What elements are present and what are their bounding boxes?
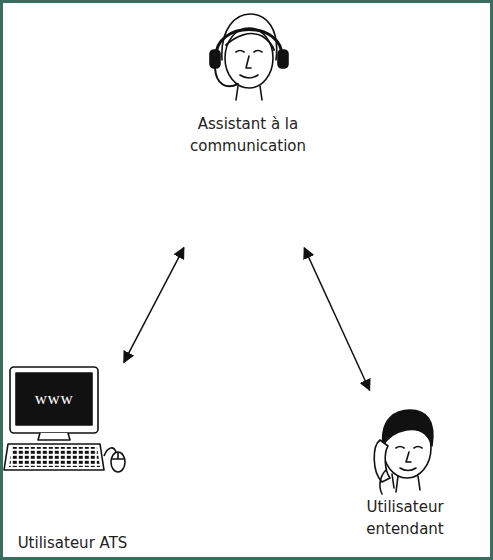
node-label: Utilisateur ATS xyxy=(8,532,138,554)
keyboard xyxy=(4,444,104,470)
eyes xyxy=(396,447,422,449)
node-label: Utilisateur entendant xyxy=(345,496,465,540)
earpiece-left xyxy=(210,50,220,68)
mouse-buttons xyxy=(111,452,125,459)
headset-mic xyxy=(215,68,238,86)
double-arrow xyxy=(304,248,369,391)
phone-handset xyxy=(374,440,390,482)
face xyxy=(225,28,273,88)
icon-node: Assistant à la communication xyxy=(150,5,346,245)
hand xyxy=(380,470,394,494)
node-label: Assistant à la communication xyxy=(178,113,318,157)
headset-band xyxy=(216,30,282,59)
keyboard-keys xyxy=(9,447,100,467)
hair-outline xyxy=(222,14,277,60)
monitor-screen xyxy=(16,373,92,425)
eyes xyxy=(236,51,262,53)
face xyxy=(383,418,431,478)
screen-text: www xyxy=(16,373,92,425)
mouse-cable xyxy=(104,448,116,456)
neck xyxy=(236,86,262,100)
nose xyxy=(406,452,411,462)
icon-node: Utilisateur entendant xyxy=(340,393,470,542)
double-arrow xyxy=(124,248,184,363)
hair-fringe-front xyxy=(226,34,274,50)
hair xyxy=(383,410,433,446)
mouth xyxy=(400,468,416,471)
earpiece-right xyxy=(278,50,288,68)
phone-person-icon xyxy=(374,410,433,494)
computer-icon xyxy=(4,367,125,472)
monitor xyxy=(10,367,98,433)
mouse xyxy=(111,452,125,472)
headset-person-icon xyxy=(210,14,288,100)
mouth xyxy=(240,75,258,78)
monitor-stand xyxy=(38,433,70,440)
neck xyxy=(396,476,420,492)
hair-fringe xyxy=(226,34,274,50)
nose xyxy=(246,56,251,68)
